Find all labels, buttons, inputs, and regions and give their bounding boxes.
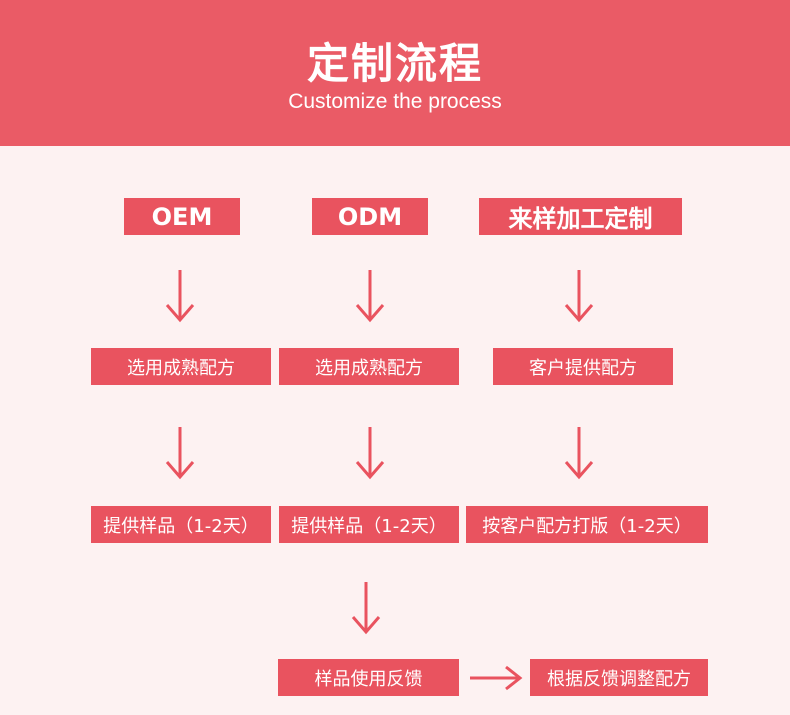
odm-step1-box: 选用成熟配方 xyxy=(279,348,459,385)
down-arrow-icon xyxy=(355,270,385,323)
down-arrow-icon xyxy=(564,427,594,480)
custom-step1-box: 客户提供配方 xyxy=(493,348,673,385)
adjust-formula-box: 根据反馈调整配方 xyxy=(530,659,708,696)
down-arrow-icon xyxy=(564,270,594,323)
odm-step2-box: 提供样品（1-2天） xyxy=(279,506,459,543)
right-arrow-icon xyxy=(470,665,523,691)
sample-processing-box: 来样加工定制 xyxy=(479,198,682,235)
down-arrow-icon xyxy=(165,427,195,480)
page-subtitle: Customize the process xyxy=(288,90,502,113)
oem-step2-box: 提供样品（1-2天） xyxy=(91,506,271,543)
feedback-box: 样品使用反馈 xyxy=(278,659,459,696)
header-banner: 定制流程 Customize the process xyxy=(0,0,790,146)
oem-box: OEM xyxy=(124,198,240,235)
down-arrow-icon xyxy=(351,582,381,635)
odm-box: ODM xyxy=(312,198,428,235)
down-arrow-icon xyxy=(165,270,195,323)
down-arrow-icon xyxy=(355,427,385,480)
oem-step1-box: 选用成熟配方 xyxy=(91,348,271,385)
page-title: 定制流程 xyxy=(306,39,483,88)
custom-step2-box: 按客户配方打版（1-2天） xyxy=(466,506,708,543)
